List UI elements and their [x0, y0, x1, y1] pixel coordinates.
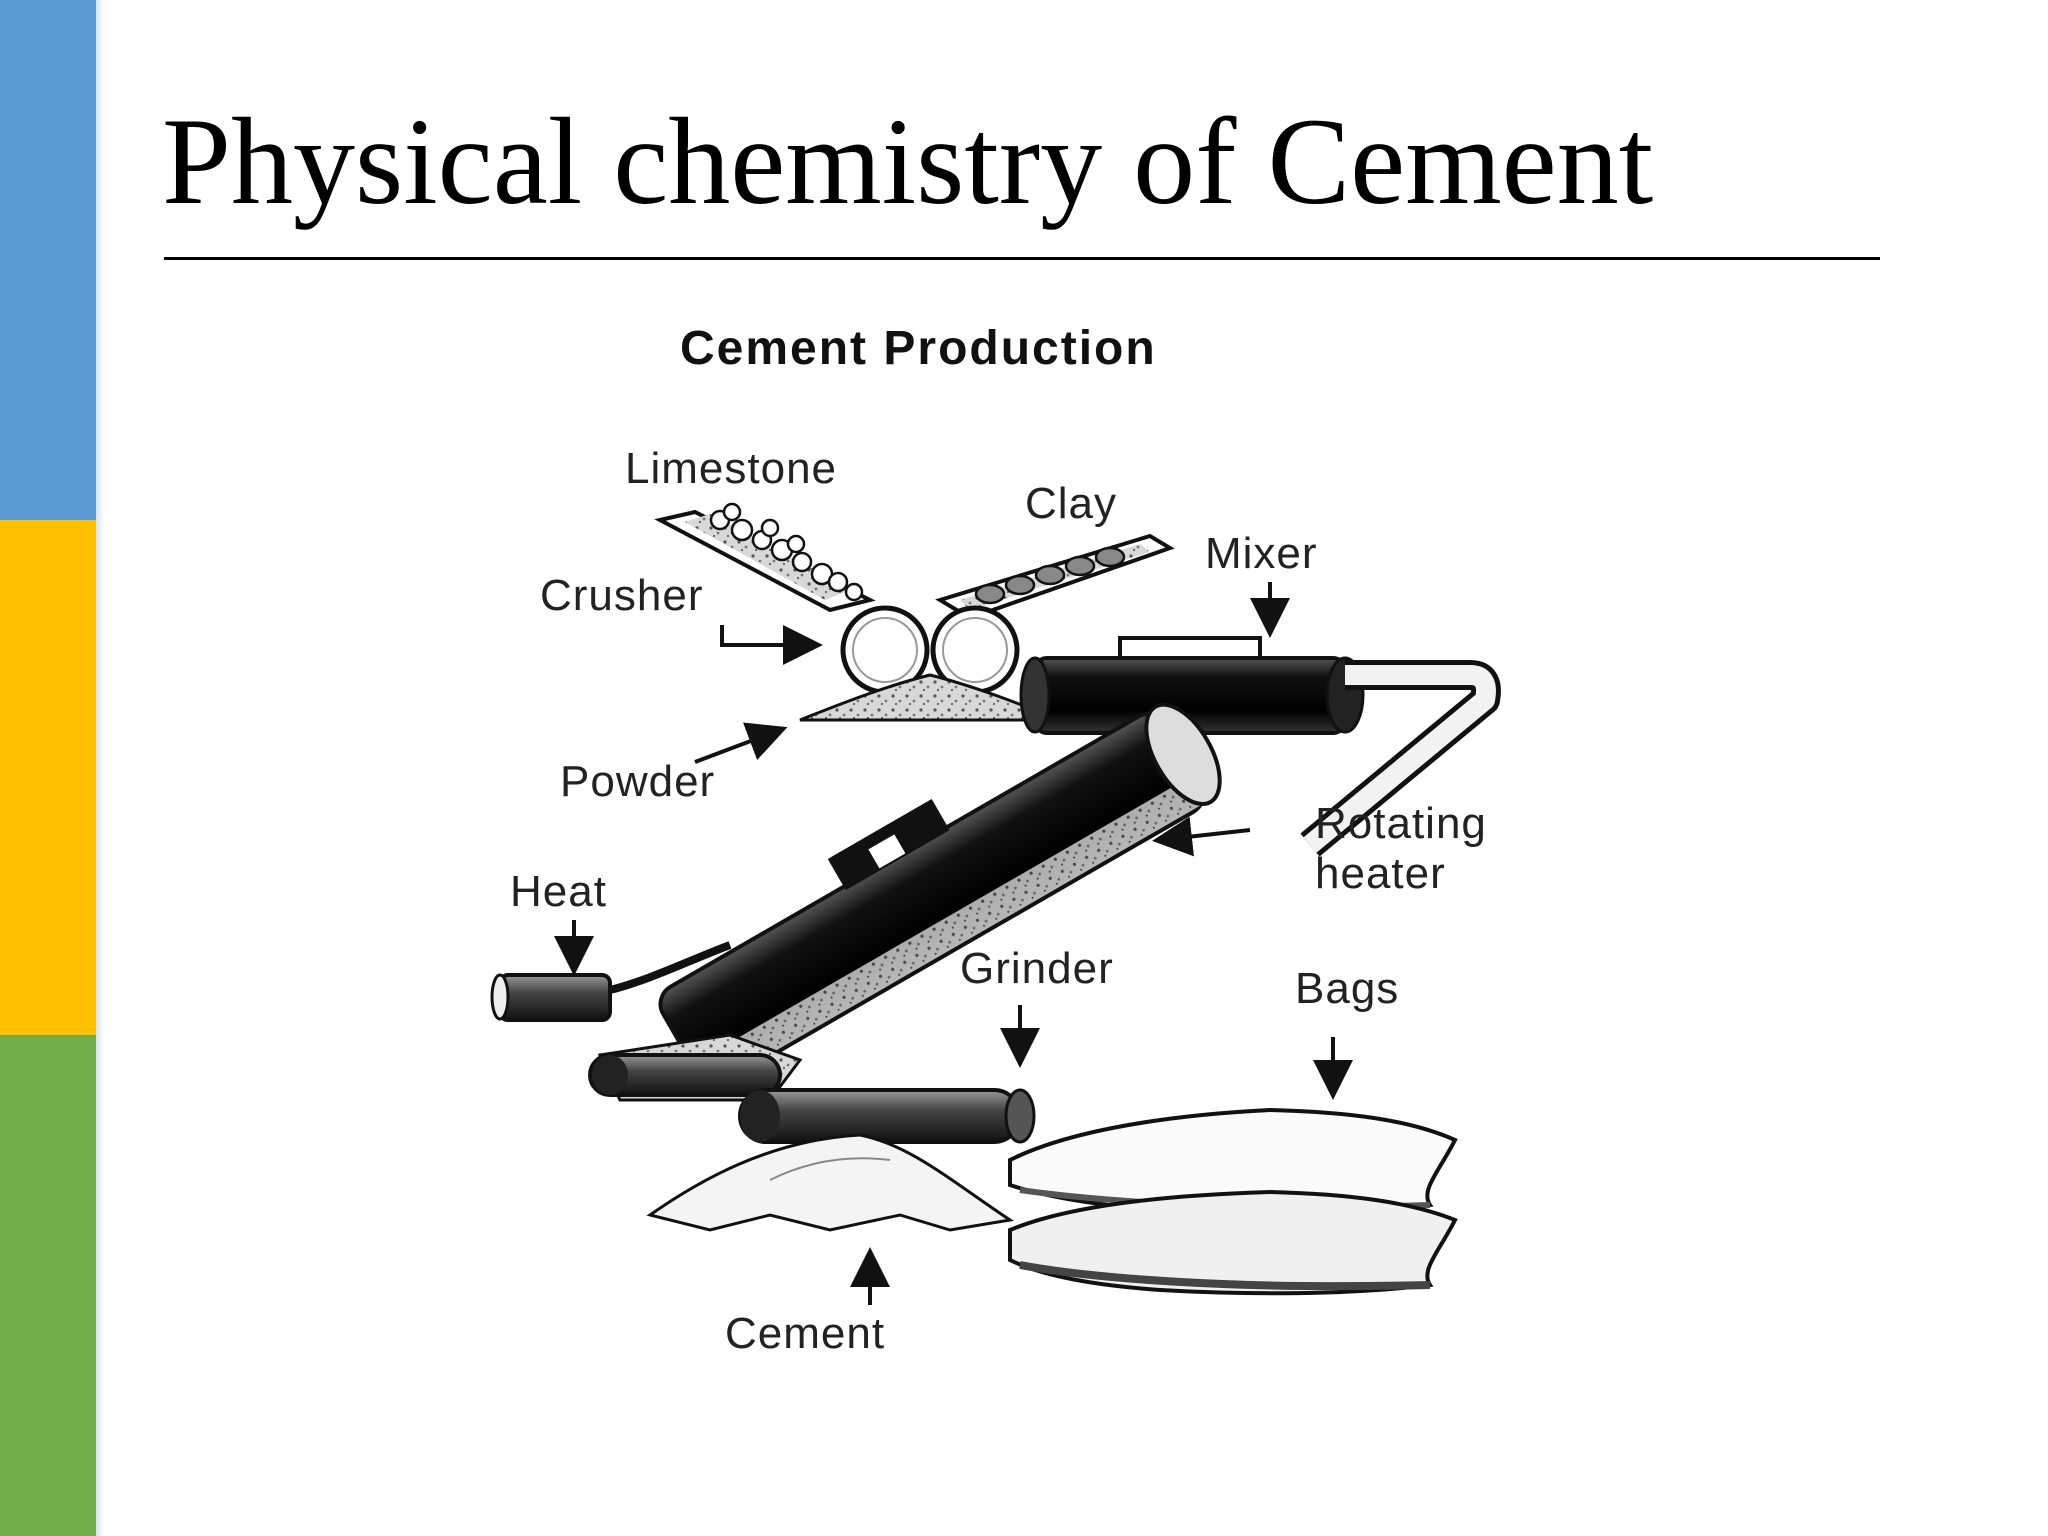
label-grinder: Grinder	[960, 944, 1114, 993]
title-underline	[164, 257, 1880, 260]
label-crusher: Crusher	[540, 571, 704, 620]
accent-bar-yellow	[0, 520, 96, 1035]
label-arrows	[554, 582, 1353, 1305]
accent-bar-blue	[0, 0, 96, 520]
cement-bags	[1008, 1107, 1458, 1296]
label-powder: Powder	[560, 757, 716, 806]
accent-bar-green	[0, 1035, 96, 1536]
mixer-drum	[1019, 636, 1365, 735]
accent-bar-edge	[96, 0, 104, 1536]
label-cement: Cement	[725, 1309, 886, 1358]
slide-title: Physical chemistry of Cement	[162, 93, 1654, 230]
label-mixer: Mixer	[1205, 529, 1318, 578]
label-heat: Heat	[510, 867, 607, 916]
rotating-heater	[658, 702, 1222, 1091]
label-bags: Bags	[1295, 964, 1400, 1013]
limestone-hopper	[654, 502, 876, 613]
label-heater: heater	[1315, 849, 1446, 898]
cement-pile	[646, 1133, 1014, 1232]
diagram-heading: Cement Production	[680, 322, 1157, 375]
crusher-rollers	[840, 605, 1020, 695]
diagram-illustration	[490, 502, 1501, 1305]
label-clay: Clay	[1025, 479, 1118, 528]
label-rotating: Rotating	[1315, 799, 1487, 848]
label-limestone: Limestone	[625, 444, 838, 493]
cement-production-diagram: Cement Production Limestone Clay Mixer C…	[470, 300, 1710, 1460]
grinder-conveyor	[588, 1033, 1036, 1144]
